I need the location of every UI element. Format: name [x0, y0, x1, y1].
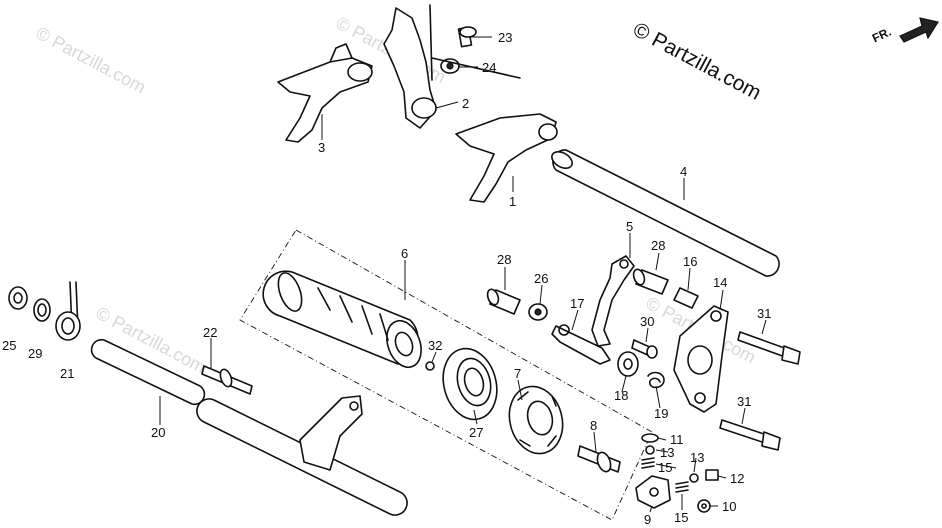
callout-31: 31 [757, 306, 771, 321]
collar-28 [486, 288, 521, 315]
callout-25: 25 [2, 338, 16, 353]
shift-spindle-20 [90, 338, 408, 516]
shift-fork-3 [277, 43, 373, 143]
collar-16 [673, 287, 699, 309]
callout-29: 29 [28, 346, 42, 361]
callout-15b: 15 [674, 510, 688, 525]
collar-28b [632, 268, 669, 295]
drum-center-7 [508, 385, 564, 455]
spring-15b [675, 481, 689, 493]
washer-13 [645, 445, 655, 455]
bolt-30 [631, 339, 658, 359]
callout-6: 6 [401, 246, 408, 261]
callout-14: 14 [713, 275, 727, 290]
washer-25 [8, 286, 28, 310]
collar-18 [617, 351, 639, 377]
shift-fork-1 [455, 113, 558, 203]
washer-26 [528, 303, 548, 321]
callout-7: 7 [514, 366, 521, 381]
pin-clip-24 [440, 58, 460, 74]
pin-32 [425, 361, 435, 371]
front-direction-arrow-icon [899, 17, 939, 43]
callout-22: 22 [203, 325, 217, 340]
callout-30: 30 [640, 314, 654, 329]
callout-27: 27 [469, 425, 483, 440]
stopper-arm-5 [591, 255, 635, 347]
callout-17: 17 [570, 296, 584, 311]
callout-8: 8 [590, 418, 597, 433]
callout-5: 5 [626, 219, 633, 234]
drum-assembly-outline [239, 229, 653, 521]
callout-2: 2 [462, 96, 469, 111]
bolt-23 [457, 26, 477, 48]
bearing-27 [442, 347, 498, 421]
callout-9: 9 [644, 512, 651, 527]
leader-lines [159, 36, 767, 513]
spring-19 [647, 371, 665, 389]
callout-labels: 1 2 3 4 5 6 7 8 9 10 11 12 13 13 14 15 1… [2, 30, 771, 527]
pin-12 [705, 469, 719, 481]
shift-fork-2 [383, 4, 437, 129]
pin-22 [201, 365, 253, 395]
callout-28b: 28 [651, 238, 665, 253]
callout-3: 3 [318, 140, 325, 155]
bolt-31 [737, 331, 801, 365]
callout-28: 28 [497, 252, 511, 267]
callout-18: 18 [614, 388, 628, 403]
callout-20: 20 [151, 425, 165, 440]
bolt-8 [577, 445, 621, 473]
callout-24: 24 [482, 60, 496, 75]
washer-13b [689, 473, 699, 483]
callout-26: 26 [534, 271, 548, 286]
callout-31b: 31 [737, 394, 751, 409]
callout-13b: 13 [690, 450, 704, 465]
plate-14 [673, 305, 729, 413]
callout-4: 4 [680, 164, 687, 179]
callout-15: 15 [658, 460, 672, 475]
return-spring-21 [55, 281, 81, 341]
nut-10 [697, 499, 711, 513]
callout-32: 32 [428, 338, 442, 353]
cam-9 [635, 475, 671, 509]
stopper-lever-17 [551, 324, 611, 365]
callout-13: 13 [660, 445, 674, 460]
callout-23: 23 [498, 30, 512, 45]
callout-11: 11 [670, 432, 684, 447]
spring-15 [641, 457, 655, 469]
shift-fork-shaft-4 [551, 149, 780, 277]
callout-10: 10 [722, 499, 736, 514]
callout-1: 1 [509, 194, 516, 209]
pin-11 [641, 433, 659, 443]
callout-19: 19 [654, 406, 668, 421]
callout-12: 12 [730, 471, 744, 486]
callout-16: 16 [683, 254, 697, 269]
shift-drum-6 [262, 270, 422, 369]
oil-seal-29 [33, 298, 51, 322]
callout-21: 21 [60, 366, 74, 381]
bolt-31b [719, 419, 781, 451]
